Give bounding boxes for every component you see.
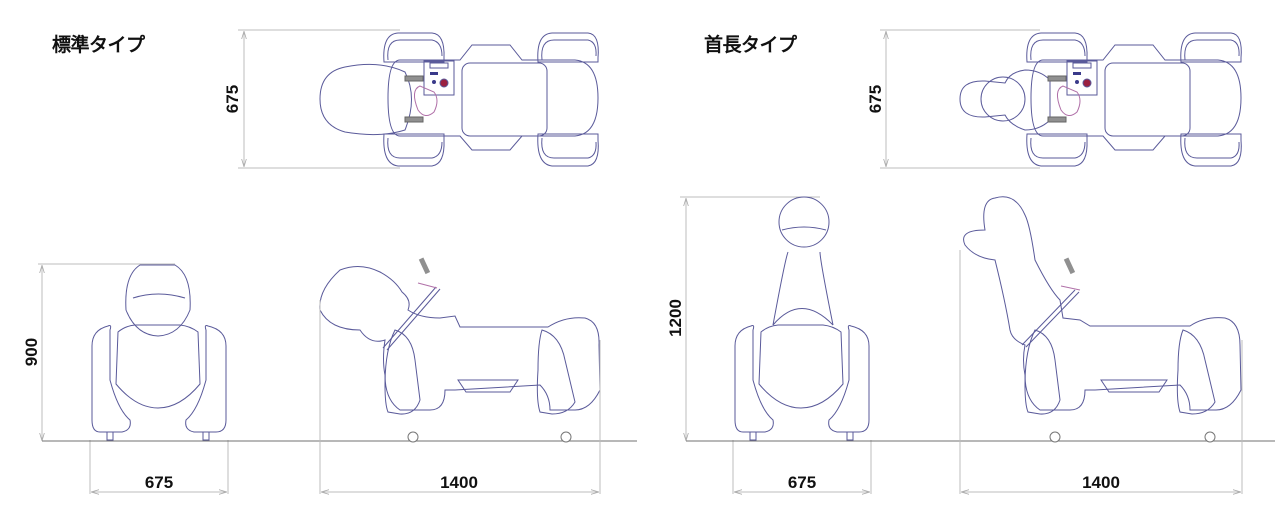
long-neck-side-length-label: 1400 [1082,473,1120,492]
standard-front-width-label: 675 [145,473,173,492]
long-neck-front-width-label: 675 [788,473,816,492]
long-neck-front-view: 1200 675 [666,196,872,494]
long-neck-type-title: 首長タイプ [704,34,797,56]
standard-type-title: 標準タイプ [52,34,145,56]
standard-side-view: 1400 [319,257,601,494]
long-neck-side-view: 1400 [959,196,1243,494]
standard-front-view: 900 675 [22,263,229,494]
standard-top-view: 675 [223,29,599,169]
standard-front-height-label: 900 [22,338,41,366]
long-neck-top-width-label: 675 [866,85,885,113]
long-neck-front-height-label: 1200 [666,299,685,337]
standard-side-length-label: 1400 [440,473,478,492]
long-neck-top-view: 675 [866,29,1242,169]
standard-top-width-label: 675 [223,85,242,113]
